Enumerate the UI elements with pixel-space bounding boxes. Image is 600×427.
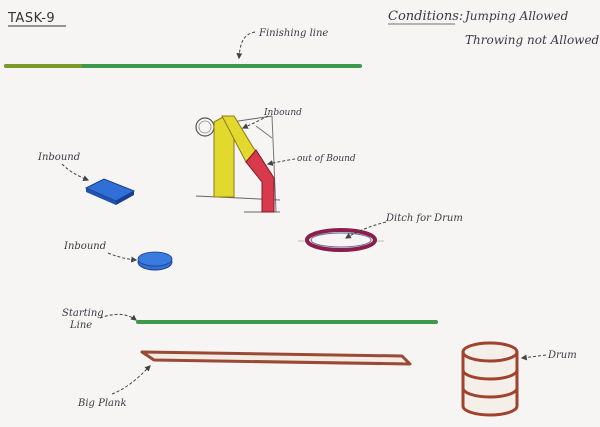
starting-line-label-2: Line xyxy=(69,320,92,331)
big-plank: Big Plank xyxy=(77,350,412,409)
starting-line-label-1: Starting xyxy=(62,308,104,319)
inbound-disc-label: Inbound xyxy=(63,241,106,252)
big-plank-label: Big Plank xyxy=(77,398,127,409)
finishing-line-label: Finishing line xyxy=(258,28,328,39)
starting-line: Starting Line xyxy=(62,308,438,331)
ditch-for-drum-label: Ditch for Drum xyxy=(385,213,463,224)
drum: Drum xyxy=(461,341,577,417)
out-of-bound-label: out of Bound xyxy=(297,154,356,164)
finishing-line: Finishing line xyxy=(4,28,362,68)
inbound-disc: Inbound xyxy=(63,241,173,271)
task-title: TASK-9 xyxy=(7,11,66,27)
ditch-for-drum: Ditch for Drum xyxy=(298,213,463,252)
task-title-text: TASK-9 xyxy=(7,11,55,26)
drum-label: Drum xyxy=(547,350,577,361)
condition-throwing: Throwing not Allowed xyxy=(465,33,600,47)
hurdle-frame: Inbound out of Bound xyxy=(195,108,356,213)
inbound-block: Inbound xyxy=(37,152,136,205)
inbound-block-label: Inbound xyxy=(37,152,80,163)
condition-jumping: Jumping Allowed xyxy=(462,9,569,23)
conditions-heading: Conditions: xyxy=(388,9,463,24)
conditions-block: Conditions: Jumping Allowed Throwing not… xyxy=(388,9,600,47)
inbound-top-label: Inbound xyxy=(263,108,302,118)
